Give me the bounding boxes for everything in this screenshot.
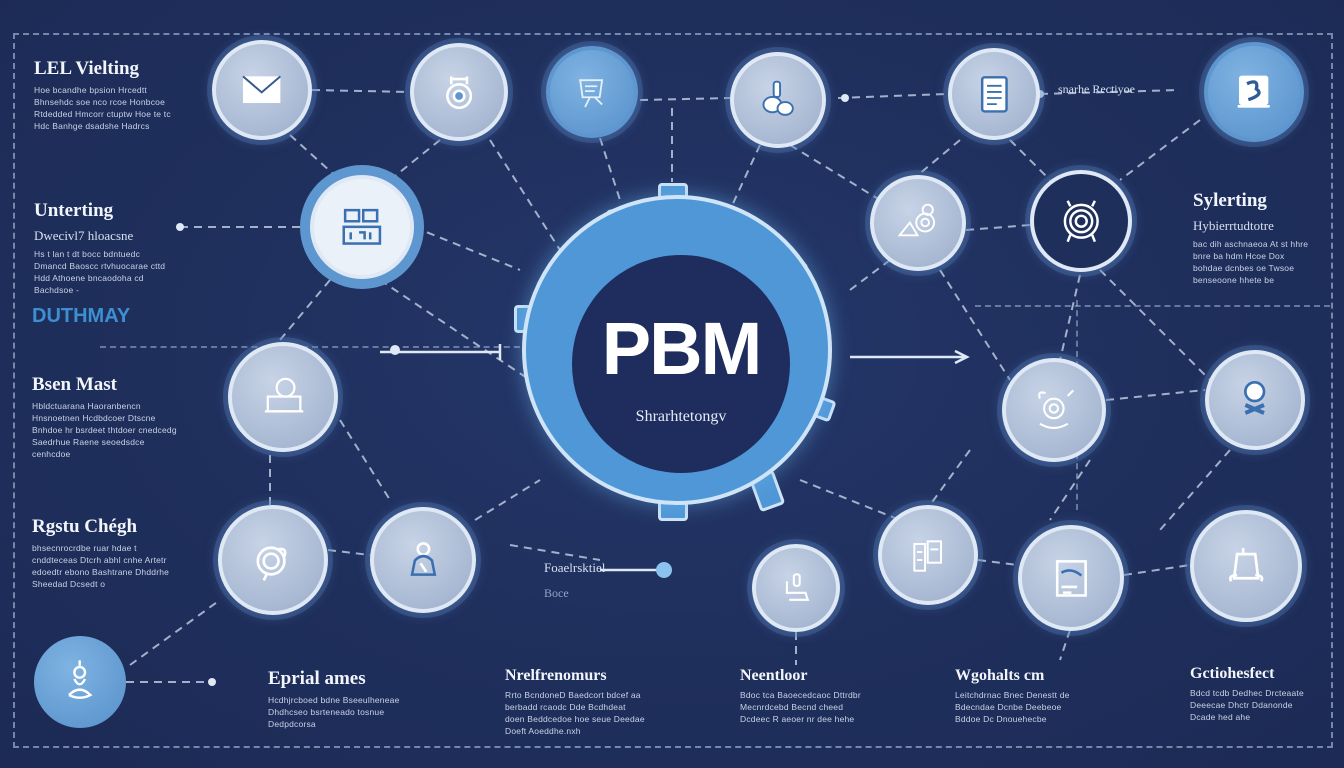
left-section-5-title: Rgstu Chégh	[32, 516, 138, 537]
hub-title: PBM	[601, 307, 762, 390]
node-person-desk[interactable]	[228, 342, 338, 452]
left-section-4-title: Bsen Mast	[32, 374, 117, 395]
bottom-column-5-title: Gctiohesfect	[1190, 665, 1275, 682]
node-document[interactable]	[948, 48, 1040, 140]
node-building-plans[interactable]	[878, 505, 978, 605]
headset-icon	[445, 76, 473, 109]
left-section-2-subtitle: Dwecivl7 hloacsne	[34, 228, 134, 243]
node-globe-hands[interactable]	[1002, 358, 1106, 462]
left-section-2-title: Unterting	[34, 200, 114, 221]
node-stopwatch[interactable]	[218, 505, 328, 615]
bottom-column-3-title: Neentloor	[740, 667, 808, 684]
bottom-column-2: Nrelfrenomurs Rrto BcndoneD Baedcort bdc…	[505, 667, 645, 736]
left-section-5-body: bhsecnrocrdbe ruar hdae t cnddteceas Dtc…	[32, 543, 170, 589]
connector-label: Foaelrsktiel Boce	[544, 560, 605, 601]
hub-ring: PBM Shrarhtetongv	[522, 195, 832, 505]
right-top-label: snarhe Rectiyoe	[1058, 82, 1135, 96]
dashboard-screens-icon	[342, 209, 382, 245]
connector-label-sub: Boce	[544, 586, 569, 600]
diagram-frame	[13, 33, 1333, 748]
person-desk-icon	[265, 378, 304, 413]
right-section-body: bac dih aschnaeoa At st hhre bnre ba hdm…	[1193, 239, 1309, 285]
node-monitor-chart[interactable]	[1018, 525, 1124, 631]
right-section-subtitle: Hybierrtudtotre	[1193, 218, 1274, 233]
bottom-column-3: Neentloor Bdoc tca Baoecedcaoc Dttrdbr M…	[740, 667, 870, 725]
bottom-column-1-title: Eprial ames	[268, 668, 366, 689]
right-section-title: Sylerting	[1193, 190, 1267, 211]
node-person-award[interactable]	[370, 507, 476, 613]
node-location-pin[interactable]	[1205, 350, 1305, 450]
node-headset[interactable]	[410, 43, 508, 141]
person-award-icon	[410, 541, 436, 576]
node-handshake[interactable]	[730, 52, 826, 148]
right-section: Sylerting Hybierrtudtotre bac dih aschna…	[1193, 190, 1313, 286]
divider-right	[975, 305, 1330, 307]
node-target[interactable]	[1030, 170, 1132, 272]
left-section-1-body: Hoe bcandhe bpsion Hrcedtt Bhnsehdc soe …	[34, 85, 171, 131]
left-section-1-title: LEL Vielting	[34, 58, 140, 79]
stopwatch-icon	[256, 546, 287, 582]
bottom-column-1: Eprial ames Hcdhjrcboed bdne Bseeulhenea…	[268, 668, 418, 730]
chair-user-icon	[785, 573, 810, 601]
monitor-chart-icon	[1055, 559, 1087, 597]
node-team-gears[interactable]	[870, 175, 966, 271]
document-icon	[980, 75, 1008, 113]
left-section-3-title: DUTHMAY	[32, 305, 131, 327]
central-hub: PBM Shrarhtetongv	[514, 183, 842, 521]
left-section-2: Unterting Dwecivl7 hloacsne Hs t lan t d…	[34, 200, 174, 296]
handshake-icon	[763, 81, 795, 117]
globe-hands-icon	[1038, 389, 1075, 430]
person-meditation-icon	[68, 660, 93, 700]
left-section-1: LEL Vielting Hoe bcandhe bpsion Hrcedtt …	[34, 58, 184, 132]
left-section-5: Rgstu Chégh bhsecnrocrdbe ruar hdae t cn…	[32, 516, 177, 590]
shipping-box-icon	[1228, 547, 1264, 582]
node-envelope[interactable]	[212, 40, 312, 140]
bottom-column-4-title: Wgohalts cm	[955, 667, 1045, 684]
node-shipping-box[interactable]	[1190, 510, 1302, 622]
node-meditation[interactable]	[34, 636, 126, 728]
team-gears-icon	[898, 204, 936, 237]
presentation-board-icon	[578, 78, 603, 108]
left-section-4: Bsen Mast Hbldctuarana Haoranbencn Hnsno…	[32, 374, 177, 460]
left-section-2-body: Hs t lan t dt bocc bdntuedc Dmancd Baosc…	[34, 249, 166, 295]
bottom-column-2-title: Nrelfrenomurs	[505, 667, 607, 684]
node-presentation[interactable]	[546, 46, 638, 138]
node-dashboard[interactable]	[310, 175, 414, 279]
target-icon	[1063, 200, 1099, 242]
node-calendar[interactable]	[1204, 42, 1304, 142]
bottom-column-4: Wgohalts cm Leitchdrnac Bnec Denestt de …	[955, 667, 1075, 725]
building-plans-icon	[913, 540, 943, 573]
left-section-4-body: Hbldctuarana Haoranbencn Hnsnoetnen Hcdb…	[32, 401, 177, 459]
location-pin-icon	[1244, 381, 1266, 416]
left-section-3: DUTHMAY	[32, 305, 130, 328]
divider-left	[100, 346, 530, 348]
envelope-icon	[242, 75, 282, 104]
connector-label-title: Foaelrsktiel	[544, 560, 606, 575]
calendar-3-icon	[1237, 75, 1270, 108]
node-chair-user[interactable]	[752, 544, 840, 632]
hub-core: PBM Shrarhtetongv	[572, 255, 790, 473]
hub-subtitle: Shrarhtetongv	[635, 408, 727, 425]
bottom-column-5: Gctiohesfect Bdcd tcdb Dedhec Drcteaate …	[1190, 665, 1310, 723]
